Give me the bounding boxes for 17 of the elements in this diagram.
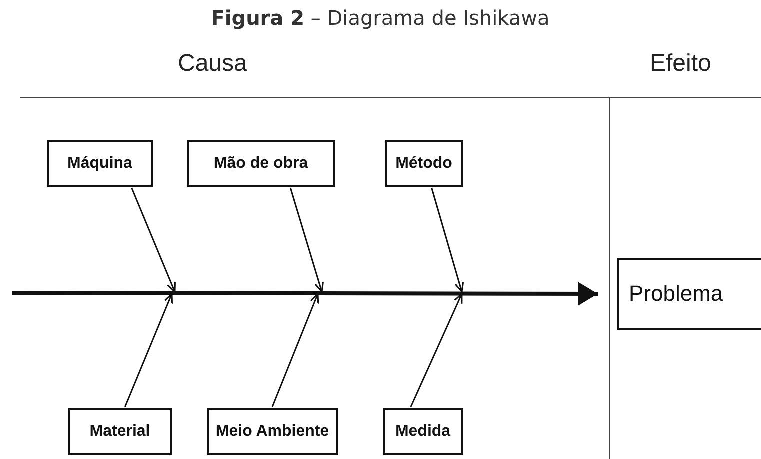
arrow <box>290 188 324 293</box>
cause-box: Mão de obra <box>187 140 335 187</box>
cause-box: Medida <box>383 408 463 455</box>
figure-title: Figura 2 – Diagrama de Ishikawa <box>211 6 550 30</box>
section-heading: Efeito <box>650 50 712 78</box>
cause-box: Meio Ambiente <box>207 408 338 455</box>
cause-box: Material <box>68 408 172 455</box>
cause-box: Máquina <box>47 140 153 187</box>
cause-box: Método <box>385 140 463 187</box>
arrow <box>272 293 320 408</box>
section-heading: Causa <box>178 50 248 78</box>
effect-box: Problema <box>617 258 761 330</box>
arrow <box>131 188 176 293</box>
spine-arrow <box>12 282 598 306</box>
arrow <box>410 293 463 408</box>
arrow <box>431 188 464 293</box>
arrow <box>124 293 173 408</box>
